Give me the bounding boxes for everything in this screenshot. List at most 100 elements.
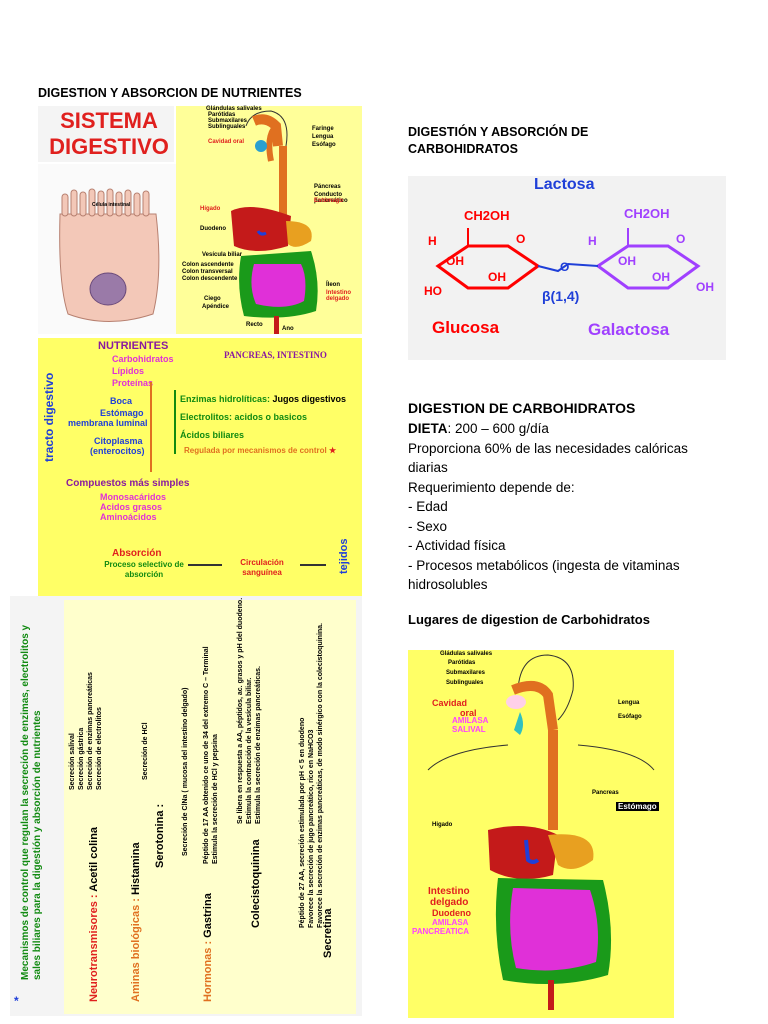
- compuestos-label: Compuestos más simples: [66, 478, 190, 489]
- cell-label: Célula intestinal: [92, 202, 131, 208]
- diag-duodeno: Duodeno: [432, 908, 471, 918]
- serotonina-effect: Secreción de ClNa ( mucosa del intestino…: [182, 687, 189, 856]
- secretina-effects: Péptido de 27 AA, secreción estimulada p…: [299, 623, 324, 928]
- digestion-anatomy-illustration: [427, 654, 655, 1010]
- glycosidic-o: O: [560, 260, 570, 274]
- histamina-label: Histamina: [130, 842, 142, 896]
- anatomy-label-submaxilares: Submaxilares: [208, 118, 248, 124]
- bullet-item: - Sexo: [408, 518, 448, 534]
- gastrina-label: Gastrina: [202, 893, 214, 938]
- simple-item: Acidos grasos: [100, 502, 163, 512]
- acidos-biliares-label: Ácidos biliares: [180, 430, 245, 440]
- glucose-h: H: [428, 234, 437, 248]
- sistema-title-line1: SISTEMA: [60, 108, 158, 133]
- anatomy-label-estomago: Estómago: [314, 198, 344, 204]
- diag-submaxilares: Submaxilares: [446, 670, 486, 676]
- anatomy-label-conducto: Conducto pancreático: [314, 192, 348, 204]
- anatomy-label-colon-desc: Colon descendente: [182, 276, 238, 282]
- glucose-ch2oh: CH2OH: [464, 208, 510, 223]
- digestion-body: DIETA: 200 – 600 g/día Proporciona 60% d…: [408, 419, 688, 595]
- gastrina-effects: Péptido de 17 AA obtenido ce uno de 34 d…: [203, 646, 219, 864]
- dieta-line: DIETA: 200 – 600 g/día: [408, 419, 688, 439]
- path-estomago: Estómago: [100, 408, 144, 418]
- bullet-item: - Edad: [408, 499, 448, 514]
- absorcion-label: Absorción: [112, 548, 162, 559]
- galactose-oh-1: OH: [696, 280, 714, 294]
- sistema-title-box: [38, 106, 174, 162]
- right-heading-line2: CARBOHIDRATOS: [408, 142, 518, 156]
- anatomy-label-colon-asc: Colon ascendente: [182, 262, 234, 268]
- lugares-heading: Lugares de digestion de Carbohidratos: [408, 612, 650, 627]
- galactose-oh-2: OH: [652, 270, 670, 284]
- anatomy-label-cavidad: Cavidad oral: [208, 139, 245, 145]
- enzimas-line: Enzimas hidrolíticas: Jugos digestivos: [180, 394, 346, 404]
- path-membrana: membrana luminal: [68, 418, 148, 428]
- neuro-label: Neurotransmisores :: [88, 894, 100, 1002]
- intestinal-cell-area: [38, 164, 176, 334]
- lactosa-title: Lactosa: [534, 176, 595, 193]
- hormonas-line: Hormonas : Gastrina: [202, 893, 214, 1002]
- anatomy-label-lengua: Lengua: [312, 134, 334, 140]
- digestive-anatomy-panel: Glándulas salivales Parótidas Submaxilar…: [176, 106, 362, 334]
- circulacion-label: Circulación sanguínea: [240, 558, 284, 577]
- serotonina-label: Serotonina :: [154, 803, 166, 868]
- lactose-panel: Lactosa CH2OH CH2OH O O O OH OH HO OH OH…: [408, 176, 726, 360]
- right-heading-line1: DIGESTIÓN Y ABSORCIÓN DE: [408, 125, 589, 139]
- aminas-label: Aminas biológicas :: [130, 898, 142, 1002]
- electrolitos-label: Electrolitos: acidos o basicos: [180, 412, 308, 422]
- sistema-title-line2: DIGESTIVO: [49, 134, 169, 159]
- digestive-anatomy-illustration: [231, 110, 318, 334]
- diag-parotidas: Parótidas: [448, 660, 476, 666]
- diag-oral: oral: [460, 708, 477, 718]
- hormones-inner: [64, 600, 356, 1014]
- nutrient-item: Carbohidratos: [112, 354, 174, 364]
- digestion-diagram-panel: Gládulas salivales Parótidas Submaxilare…: [408, 650, 674, 1018]
- neuro-line: Neurotransmisores : Acetil colina: [88, 827, 100, 1002]
- diag-esofago: Esófago: [618, 714, 642, 720]
- bullet-item: - Procesos metabólicos (ingesta de vitam…: [408, 557, 680, 573]
- nutrient-item: Lípidos: [112, 366, 144, 376]
- regulada-label: Regulada por mecanismos de control ★: [184, 446, 337, 455]
- aminas-line: Aminas biológicas : Histamina: [130, 842, 142, 1002]
- diag-cavidad: Cavidad: [432, 698, 468, 708]
- hormones-main-text: Mecanismos de control que regulan la sec…: [20, 624, 43, 980]
- diag-delgado: delgado: [430, 897, 469, 908]
- anatomy-label-ileon: Íleon: [326, 282, 341, 288]
- glucose-oh-3: OH: [488, 270, 506, 284]
- path-boca: Boca: [110, 396, 133, 406]
- flow-arrow-2: [300, 564, 326, 566]
- tracto-digestivo-label: tracto digestivo: [42, 372, 56, 462]
- anatomy-label-intestino: Intestino delgado: [326, 290, 351, 302]
- left-heading: DIGESTION Y ABSORCION DE NUTRIENTES: [38, 86, 302, 100]
- hormonas-label: Hormonas :: [202, 940, 214, 1002]
- anatomy-label-duodeno: Duodeno: [200, 226, 226, 232]
- body-line: diarias: [408, 460, 448, 475]
- diag-amilasa-salival-2: SALIVAL: [452, 725, 486, 734]
- hormones-star: *: [14, 994, 19, 1008]
- enterocitos-label: (enterocitos): [90, 446, 145, 456]
- proceso-label: Proceso selectivo de absorción: [104, 560, 184, 579]
- anatomy-label-ano: Ano: [282, 326, 294, 332]
- galactosa-label: Galactosa: [588, 320, 670, 339]
- pancreas-intestino-label: PANCREAS, INTESTINO: [224, 350, 327, 360]
- galactose-ch2oh: CH2OH: [624, 206, 670, 221]
- tejidos-label: tejidos: [338, 538, 350, 574]
- diag-estomago: Estómago: [616, 802, 659, 811]
- diag-amilasa-panc-1: AMILASA: [432, 918, 469, 927]
- right-heading: DIGESTIÓN Y ABSORCIÓN DE CARBOHIDRATOS: [408, 124, 588, 158]
- citoplasma-label: Citoplasma: [94, 436, 143, 446]
- nutrient-item: Proteínas: [112, 378, 154, 388]
- digestion-title: DIGESTION DE CARBOHIDRATOS: [408, 400, 636, 416]
- enzimas-label: Enzimas hidrolíticas:: [180, 394, 271, 404]
- anatomy-label-esofago: Esófago: [312, 142, 336, 148]
- anatomy-label-pancreas: Páncreas: [314, 184, 341, 190]
- anatomy-label-colon-trans: Colon transversal: [182, 269, 233, 275]
- flow-arrow-line: [150, 382, 152, 472]
- diag-gladulas: Gládulas salivales: [440, 651, 493, 657]
- diag-pancreas: Pancreas: [592, 790, 619, 796]
- enzimas-value: Jugos digestivos: [272, 394, 347, 404]
- dieta-value: : 200 – 600 g/día: [447, 421, 549, 436]
- diag-amilasa-panc-2: PANCREATICA: [412, 927, 470, 936]
- anatomy-label-sublinguales: Sublinguales: [208, 124, 246, 130]
- glucose-ho: HO: [424, 284, 442, 298]
